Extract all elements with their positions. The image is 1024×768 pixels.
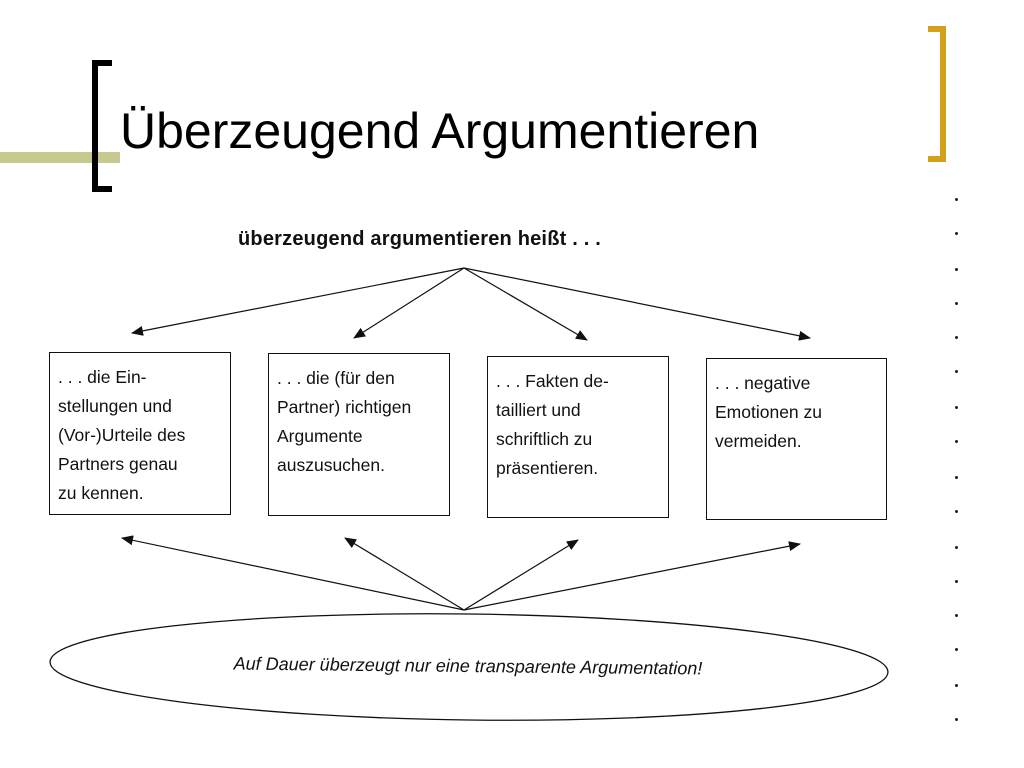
arrow-bottom-4 (463, 541, 801, 611)
arrow-top-2 (353, 267, 465, 339)
slide-title: Überzeugend Argumentieren (120, 96, 768, 166)
diagram-heading: überzeugend argumentieren heißt . . . (238, 228, 602, 250)
title-bracket-left (92, 60, 112, 192)
arrow-bottom-3 (463, 539, 579, 611)
arrow-bottom-1 (121, 535, 465, 611)
box-facts-text: . . . Fakten de- tailliert und schriftli… (496, 371, 609, 478)
box-arguments-text: . . . die (für den Partner) richtigen Ar… (277, 368, 412, 475)
box-emotions-text: . . . negative Emotionen zu vermeiden. (715, 373, 823, 451)
arrow-bottom-2 (344, 537, 465, 611)
arrow-top-3 (463, 267, 588, 341)
title-bracket-right (928, 26, 946, 162)
arrow-top-4 (463, 267, 811, 341)
arrow-top-1 (131, 267, 465, 336)
box-attitudes-text: . . . die Ein- stellungen und (Vor-)Urte… (58, 367, 186, 503)
conclusion-ellipse (49, 613, 889, 721)
scan-dots (955, 190, 963, 730)
box-attitudes: . . . die Ein- stellungen und (Vor-)Urte… (49, 352, 231, 515)
box-arguments: . . . die (für den Partner) richtigen Ar… (268, 353, 450, 516)
box-facts: . . . Fakten de- tailliert und schriftli… (487, 356, 669, 518)
box-emotions: . . . negative Emotionen zu vermeiden. (706, 358, 887, 520)
